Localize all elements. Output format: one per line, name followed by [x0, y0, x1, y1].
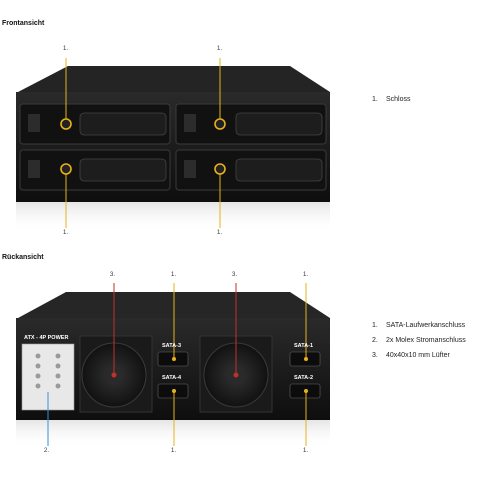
rear-callout-sata1: 1. [303, 272, 309, 278]
rear-callout-sata4: 1. [171, 448, 177, 454]
rear-legend-item: 3. 40x40x10 mm Lüfter [372, 348, 466, 363]
legend-text: SATA-Laufwerkanschluss [386, 322, 466, 329]
rear-callout-power: 2. [44, 448, 50, 454]
sata1-label: SATA-1 [294, 343, 314, 349]
legend-text: Schloss [386, 96, 411, 103]
sata4-label: SATA-4 [162, 375, 182, 381]
front-device [16, 66, 330, 232]
sata2-label: SATA-2 [294, 375, 314, 381]
rear-legend: 1. SATA-Laufwerkanschluss 2. 2x Molex Stro… [372, 318, 466, 363]
rear-callout-sata2: 1. [303, 448, 309, 454]
legend-text: 2x Molex Stromanschluss [386, 337, 466, 344]
legend-number: 1. [372, 96, 378, 103]
rear-legend-item: 1. SATA-Laufwerkanschluss [372, 318, 466, 333]
power-connector-label: ATX - 4P POWER [24, 335, 69, 341]
rear-device [16, 292, 330, 448]
rear-callout-fan-1: 3. [110, 272, 116, 278]
legend-number: 3. [372, 352, 378, 359]
front-callout-4: 1. [217, 230, 223, 236]
rear-view-title: Rückansicht [2, 254, 44, 261]
front-callout-3: 1. [63, 230, 69, 236]
front-callout-1: 1. [63, 46, 69, 52]
sata3-label: SATA-3 [162, 343, 182, 349]
front-view-title: Frontansicht [2, 20, 45, 27]
rear-legend-item: 2. 2x Molex Stromanschluss [372, 333, 466, 348]
front-callout-lines [65, 58, 221, 228]
legend-number: 2. [372, 337, 378, 344]
front-callout-2: 1. [217, 46, 223, 52]
front-legend: 1. Schloss [372, 92, 411, 107]
rear-callout-lines [47, 283, 307, 446]
rear-callout-fan-2: 3. [232, 272, 238, 278]
rear-callout-sata3: 1. [171, 272, 177, 278]
front-legend-item: 1. Schloss [372, 92, 411, 107]
legend-number: 1. [372, 322, 378, 329]
legend-text: 40x40x10 mm Lüfter [386, 352, 450, 359]
